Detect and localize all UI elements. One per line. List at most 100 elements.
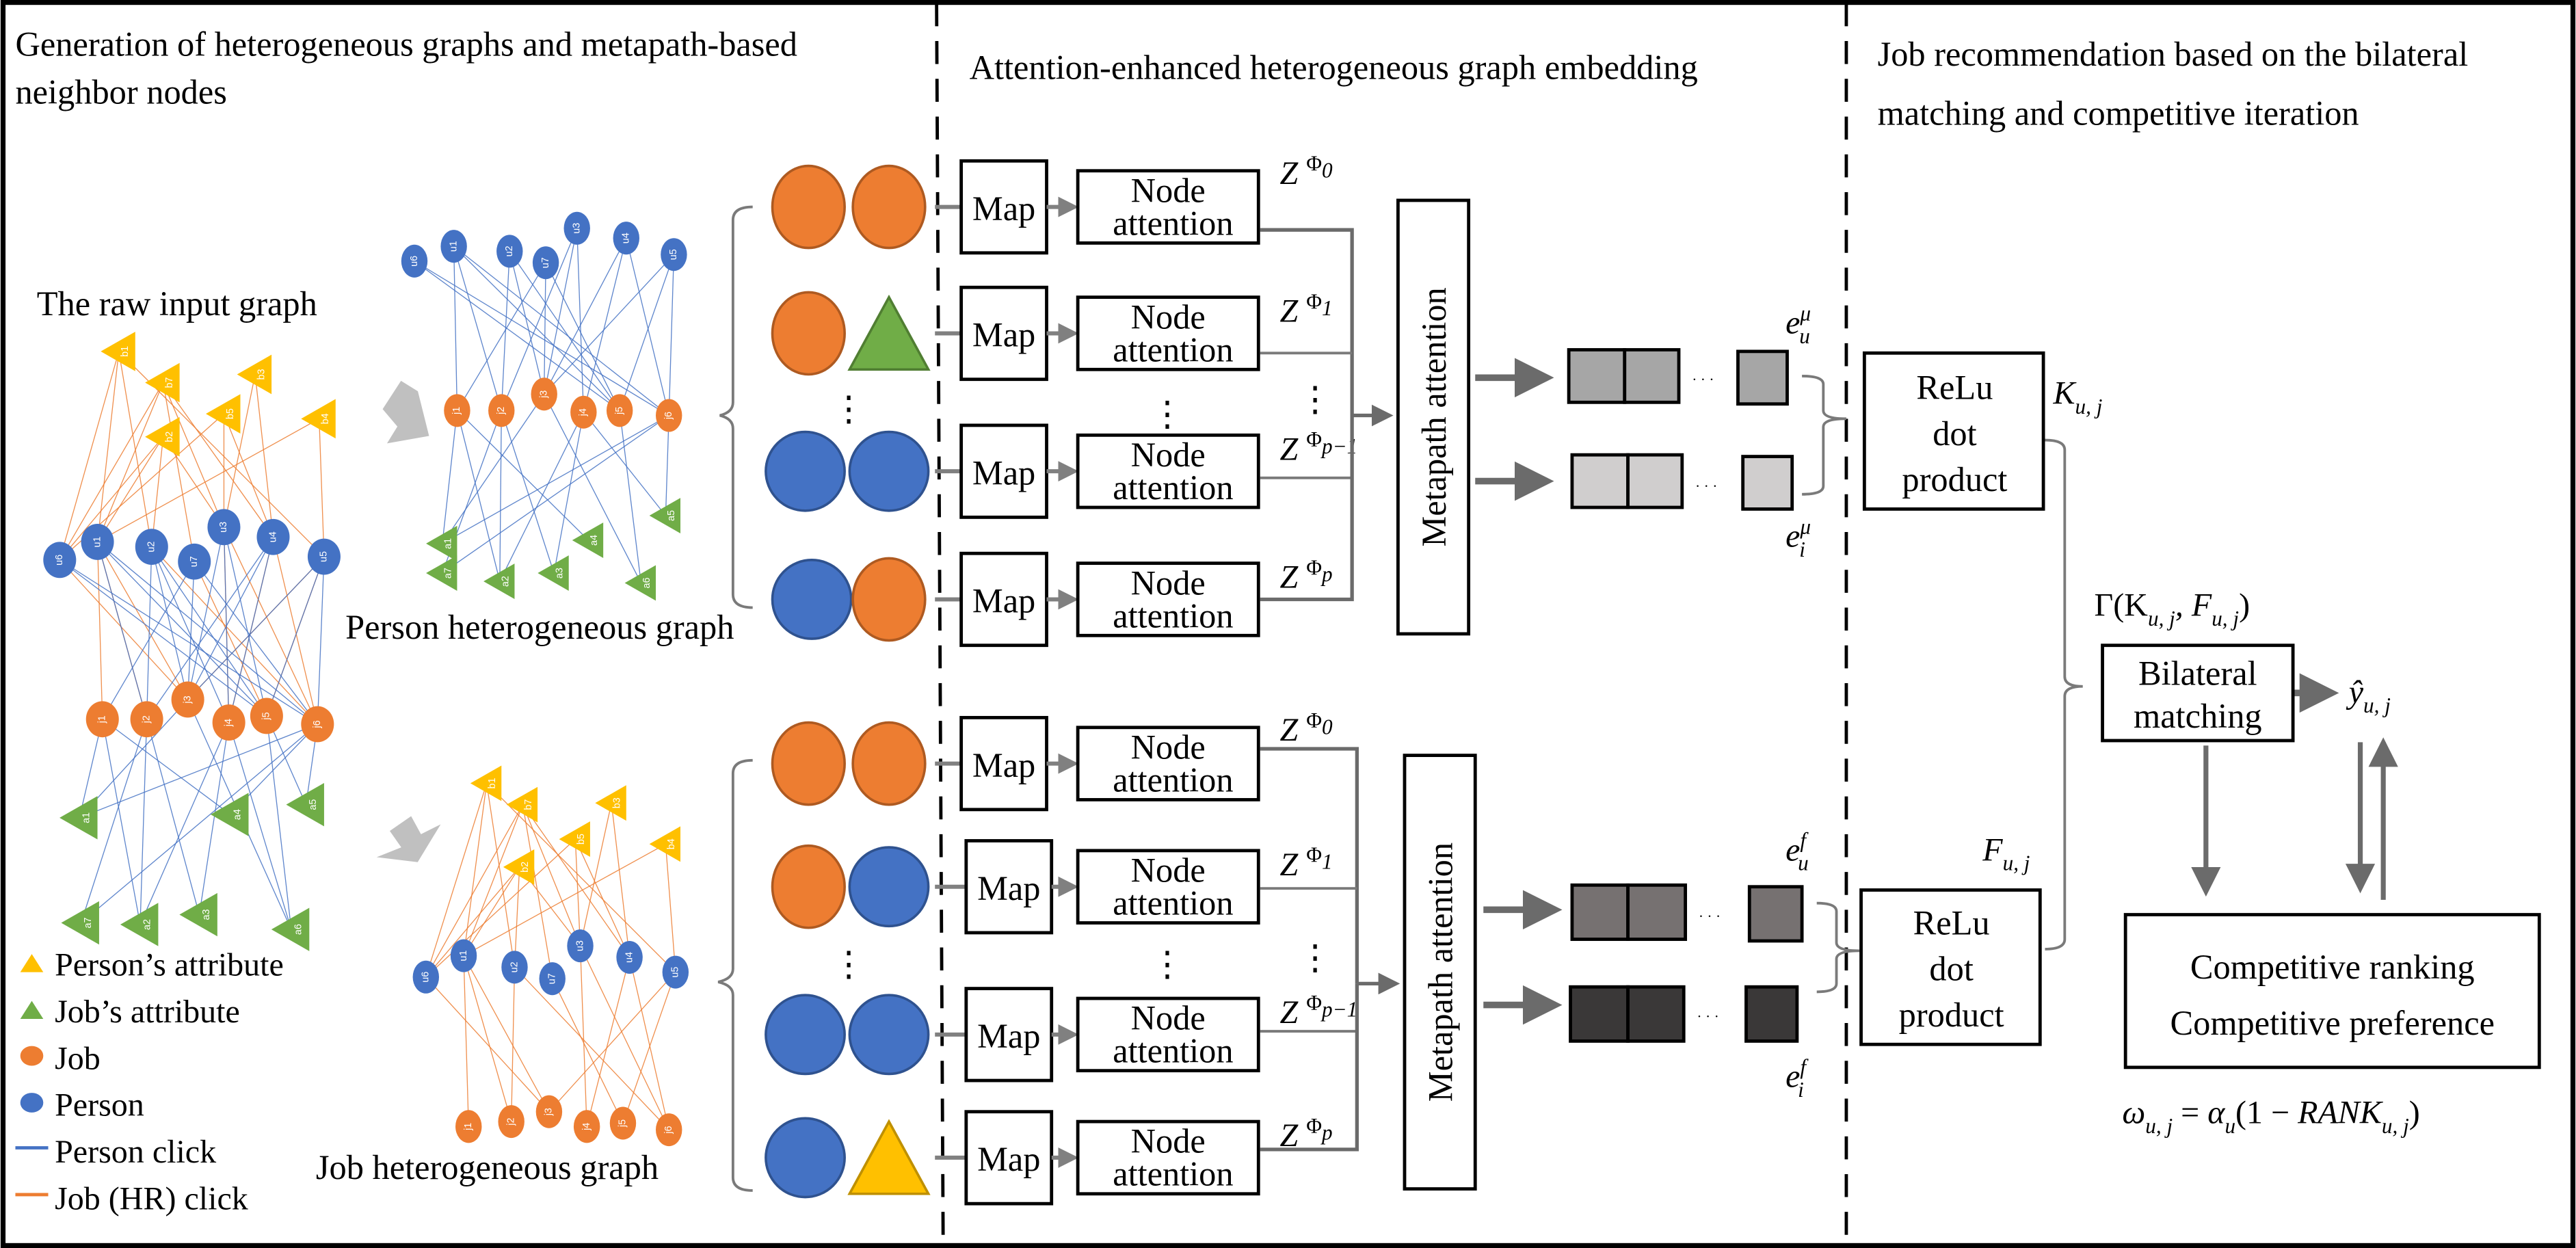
person-node-shape — [539, 962, 566, 996]
person-node-shape — [401, 244, 428, 278]
right-section-title-line2: matching and competitive iteration — [1878, 94, 2359, 133]
embedding-cell — [1569, 985, 1630, 1043]
graph-edge — [223, 413, 274, 537]
graph-edge — [499, 410, 502, 582]
node-label: j5 — [614, 407, 625, 415]
metapath-pair-top-2 — [765, 430, 930, 512]
person-node-icon — [765, 1117, 846, 1199]
node-label: j4 — [581, 1123, 592, 1131]
person-node: u5 — [661, 238, 687, 271]
node-attention-label-line2: attention — [1113, 1032, 1233, 1070]
person-attr-node-shape — [237, 354, 272, 395]
job-node-icon — [851, 557, 927, 642]
graph-edge — [579, 803, 612, 946]
graph-edge — [486, 783, 516, 968]
job-attr-node: a2 — [120, 903, 159, 946]
person-node: u7 — [539, 962, 566, 996]
person-node-shape — [496, 235, 523, 268]
graph-edge — [223, 374, 256, 527]
embedding-e-i-mu: · · · — [1570, 453, 1794, 511]
graph-edge — [102, 719, 231, 815]
job-attr-node-shape — [572, 522, 604, 558]
metapath-pair-bottom-1 — [771, 844, 930, 929]
graph-edge — [574, 838, 630, 958]
node-label: u5 — [668, 249, 679, 260]
person-node-shape — [81, 524, 114, 560]
node-label: u7 — [189, 556, 200, 567]
graph-edge — [501, 251, 510, 411]
person-attr-node: b1 — [101, 332, 135, 371]
node-label: u2 — [504, 245, 515, 256]
graph-edge — [668, 254, 675, 416]
map-label: Map — [977, 869, 1040, 907]
embedding-brace-top — [1802, 374, 1846, 496]
node-attention-label-line2: attention — [1113, 330, 1233, 369]
person-attr-node-shape — [101, 332, 135, 371]
job-attr-node-shape — [426, 555, 457, 591]
graph-edge — [228, 722, 292, 930]
job-node-icon — [851, 164, 927, 250]
job-attr-node-shape — [483, 563, 515, 599]
relu-label: ReLu — [1916, 369, 1993, 407]
person-node-shape — [135, 529, 168, 566]
node-label: u4 — [624, 952, 635, 963]
node-attention-label-line2: attention — [1113, 204, 1233, 242]
bilateral-matching-box — [2101, 643, 2295, 743]
embedding-hdots: · · · — [1692, 371, 1714, 388]
graph-edge — [548, 972, 676, 1113]
person-node-icon — [765, 994, 846, 1076]
person-node: u6 — [412, 960, 440, 994]
job-node-shape — [606, 394, 633, 427]
job-attr-node-shape — [210, 793, 249, 836]
node-attention-label-line1: Node — [1131, 1122, 1206, 1160]
node-label: j6 — [663, 1126, 674, 1134]
node-label: u4 — [267, 531, 278, 542]
job-node-shape — [250, 698, 283, 734]
graph-edge — [59, 559, 318, 725]
node-label: a1 — [442, 538, 453, 549]
person-attr-node-shape — [145, 362, 180, 403]
person-node-shape — [662, 955, 689, 989]
person-node-shape — [43, 542, 77, 579]
graph-edge — [583, 238, 627, 412]
graph-edge — [442, 393, 545, 544]
graph-edge — [317, 557, 325, 725]
embedding-cell — [1623, 348, 1681, 404]
graph-edge — [194, 561, 267, 717]
embedding-cell — [1626, 883, 1688, 941]
node-attention-label-line1: Node — [1131, 728, 1206, 766]
job-node-shape — [301, 706, 334, 743]
graph-edge — [619, 254, 675, 411]
graph-edge — [59, 559, 189, 700]
graph-edge — [522, 804, 630, 958]
job-node: j3 — [531, 377, 557, 411]
person-node: u2 — [501, 951, 528, 984]
collector-line — [1260, 415, 1354, 602]
person-node-shape — [616, 940, 643, 974]
graph-edge — [146, 719, 200, 915]
job-node: j3 — [171, 681, 204, 718]
legend-ellipse-icon — [20, 1046, 44, 1066]
job-attr-node: a1 — [426, 525, 457, 561]
metapath-pair-bottom-3 — [765, 1117, 931, 1199]
legend-label: Person click — [55, 1134, 217, 1170]
metapath-pair-bottom-2 — [765, 994, 930, 1076]
graph-edge — [266, 715, 292, 930]
dot-label: dot — [1933, 414, 1976, 453]
person-attr-node-shape — [503, 849, 535, 885]
job-attr-node-icon — [847, 294, 931, 371]
job-attr-node: a3 — [179, 892, 217, 937]
graph-edge — [319, 419, 325, 557]
job-node: j1 — [455, 1110, 482, 1143]
person-node-shape — [450, 939, 477, 972]
graph-edge — [576, 228, 584, 412]
graph-edge — [97, 541, 267, 717]
competitive-box — [2123, 913, 2541, 1070]
node-label: j1 — [451, 407, 462, 415]
job-attr-node: a5 — [649, 498, 681, 533]
node-label: j2 — [505, 1117, 516, 1126]
graph-edge — [187, 527, 225, 700]
person-node: u7 — [178, 543, 211, 580]
